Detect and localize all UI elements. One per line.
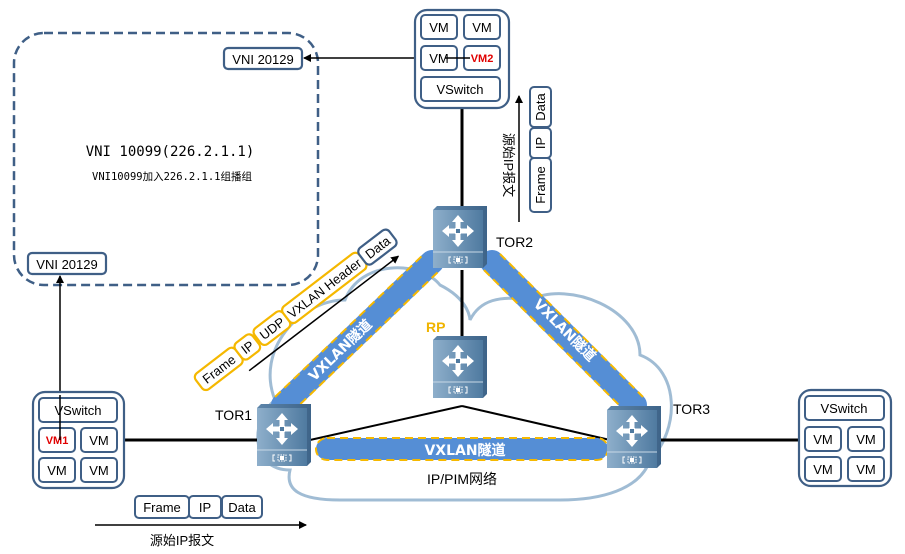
vm-top-vm2[interactable]: VM2 [463,45,501,71]
vm-top-1-label: VM [429,20,449,35]
vxlan-tunnel-left-label: VXLAN隧道 [305,316,375,385]
packet-top-field-data: Data [533,93,548,121]
packet-original-top: Frame IP Data [529,86,552,213]
network-label: IP/PIM网络 [427,471,497,487]
vxlan-tunnel-right-label: VXLAN隧道 [530,296,599,365]
vni-box-right[interactable]: VNI 20129 [222,46,304,71]
vm-top-2-label: VM [472,20,492,35]
host-top: VM VM VM VM2 VSwitch [413,8,511,110]
vswitch-left-label: VSwitch [55,403,102,418]
vm-left-vm1[interactable]: VM1 [38,427,76,453]
vm-right-4[interactable]: VM [847,456,885,482]
vxlan-tunnel-right: VXLAN隧道 [480,250,647,417]
vxlan-tunnel-bottom: VXLAN隧道 [315,437,609,461]
vm-left-4[interactable]: VM [80,457,118,483]
vswitch-left[interactable]: VSwitch [38,397,118,423]
rp-label: RP [426,319,445,335]
tor2-label: TOR2 [496,234,533,250]
vni-group-title: VNI 10099(226.2.1.1) [86,144,255,160]
vm-right-2[interactable]: VM [847,426,885,452]
switch-tor1[interactable] [256,403,312,467]
vm-left-2[interactable]: VM [80,427,118,453]
host-right: VSwitch VM VM VM VM [797,388,893,488]
vm-top-2[interactable]: VM [463,14,501,40]
vswitch-top-label: VSwitch [437,82,484,97]
vm-right-3-label: VM [813,462,833,477]
vm1-label: VM1 [46,435,69,447]
vni-box-left-label: VNI 20129 [36,257,97,272]
vswitch-right[interactable]: VSwitch [804,395,885,421]
packet-original-bottom: Frame IP Data 源始IP报文 [95,495,307,548]
encap-direction-arrow [248,255,400,372]
link-rp-tor1 [309,405,463,441]
vm-left-3[interactable]: VM [38,457,76,483]
packet-caption-top: 源始IP报文 [501,133,516,197]
vm-right-3[interactable]: VM [804,456,842,482]
vm-top-1[interactable]: VM [420,14,458,40]
tor1-label: TOR1 [215,407,252,423]
vm2-label: VM2 [471,53,494,65]
packet-top-field-ip: IP [533,137,548,149]
vni-box-left[interactable]: VNI 20129 [26,251,108,276]
vm-right-1[interactable]: VM [804,426,842,452]
vxlan-tunnel-bottom-label: VXLAN隧道 [424,442,505,459]
vm-right-4-label: VM [856,462,876,477]
packet-field-frame-label: Frame [143,500,181,515]
vm-left-4-label: VM [89,463,109,478]
tor3-label: TOR3 [673,401,710,417]
vxlan-tunnel-left: VXLAN隧道 [271,250,444,417]
vni-group-subtitle: VNI10099加入226.2.1.1组播组 [92,170,252,183]
vni-group-boundary [12,31,320,287]
vm-right-1-label: VM [813,432,833,447]
vm-right-2-label: VM [856,432,876,447]
vm-left-2-label: VM [89,433,109,448]
vm-left-3-label: VM [47,463,67,478]
packet-caption-bottom: 源始IP报文 [150,533,214,548]
packet-field-data [221,495,263,519]
packet-field-ip-label: IP [199,500,211,515]
switch-tor2[interactable] [432,205,488,269]
packet-top-field-frame: Frame [533,166,548,204]
vm-top-3-label: VM [429,51,449,66]
link-rp-tor3 [461,405,611,441]
vni-box-right-label: VNI 20129 [232,52,293,67]
switch-rp[interactable] [432,335,488,399]
host-left: VSwitch VM1 VM VM VM [31,390,126,490]
packet-field-data-label: Data [228,500,256,515]
vswitch-right-label: VSwitch [821,401,868,416]
ip-pim-network-cloud [256,266,673,502]
switch-tor3[interactable] [606,405,662,469]
vswitch-top[interactable]: VSwitch [420,76,501,102]
